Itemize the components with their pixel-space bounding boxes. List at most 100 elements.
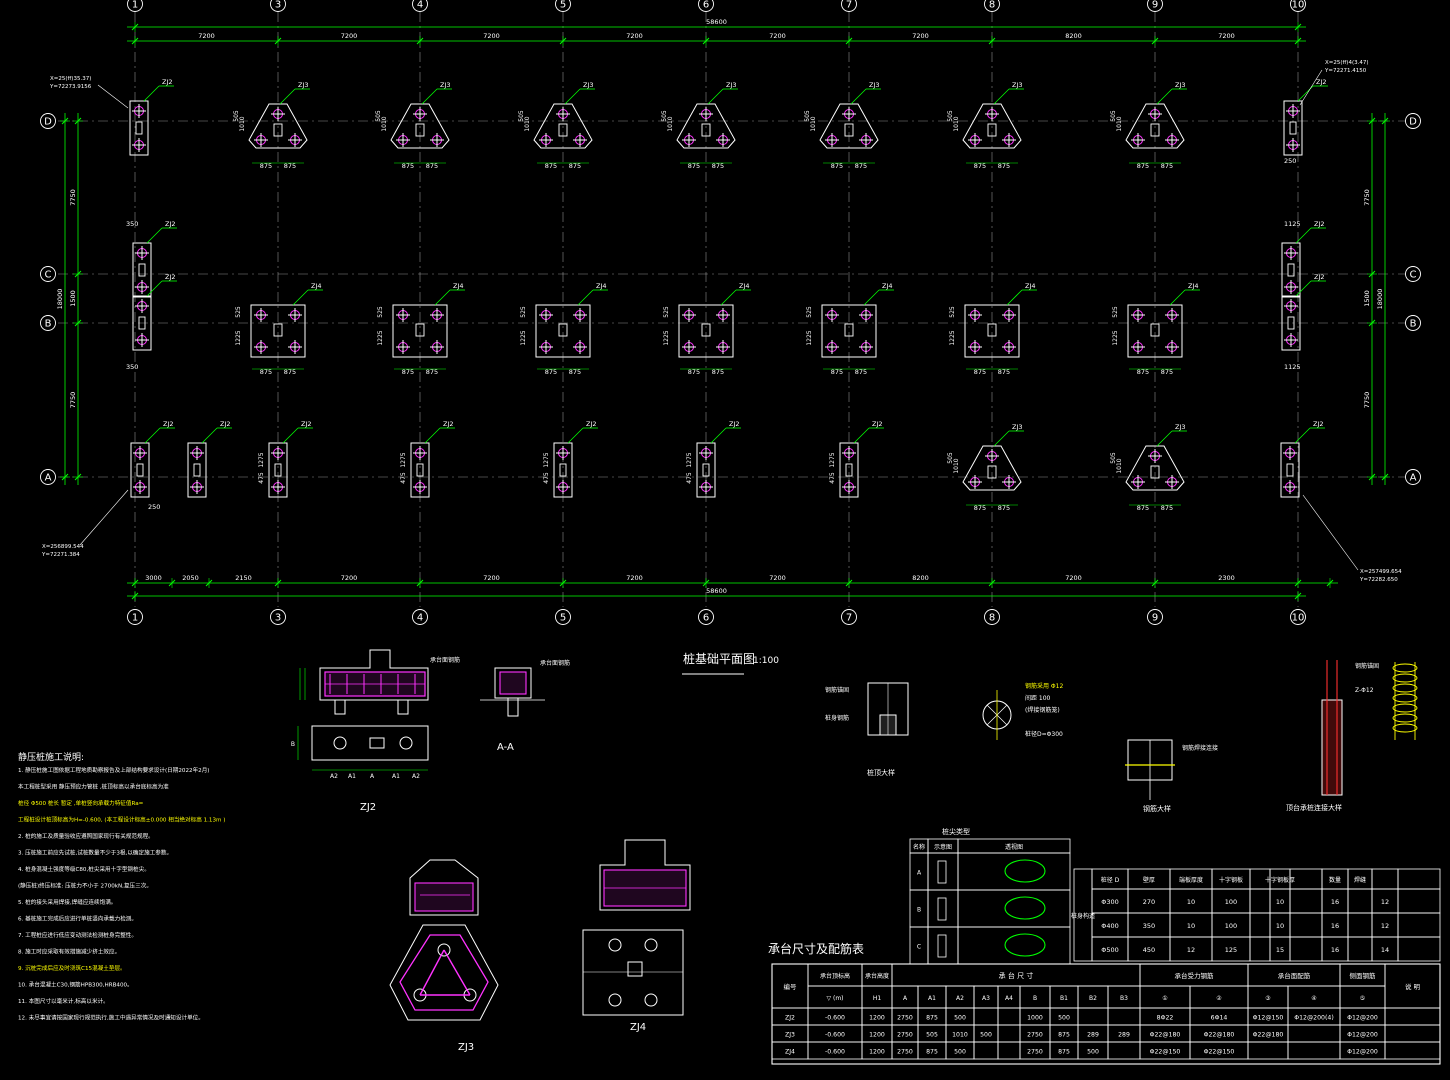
notes-title: 静压桩施工说明:	[18, 751, 84, 763]
axis-grid-lines	[58, 12, 1410, 607]
cap-table-cell-text: Φ12@200	[1347, 1014, 1378, 1022]
coordinate-x: X=256899.544	[42, 544, 84, 550]
pile-type-table-title: 桩尖类型	[942, 827, 970, 836]
svg-text:505: 505	[947, 110, 954, 122]
svg-text:1010: 1010	[381, 116, 388, 131]
svg-text:525: 525	[520, 306, 527, 318]
svg-text:ZJ2: ZJ2	[165, 220, 176, 228]
svg-text:10: 10	[1292, 613, 1305, 624]
cap-table-cell-text: ZJ3	[785, 1032, 795, 1039]
bottom-dim-label: 3000	[145, 574, 162, 582]
svg-text:ZJ4: ZJ4	[311, 282, 322, 290]
cap-table-cell-text: Φ22@150	[1204, 1048, 1235, 1056]
svg-text:钢筋锚固: 钢筋锚固	[825, 686, 849, 694]
coordinate-y: Y=72271.4150	[1324, 68, 1367, 74]
svg-text:Z-Φ12: Z-Φ12	[1355, 687, 1374, 694]
cap-table-subheader-text: A1	[928, 995, 936, 1002]
svg-text:钢筋锚固: 钢筋锚固	[1355, 662, 1379, 670]
svg-text:4: 4	[417, 613, 423, 624]
svg-text:B: B	[1410, 319, 1417, 330]
cap-table-cell-text: Φ22@150	[1150, 1048, 1181, 1056]
svg-text:505: 505	[661, 110, 668, 122]
svg-text:875: 875	[831, 162, 843, 170]
svg-text:间距 100: 间距 100	[1025, 694, 1051, 702]
cap-table-cell	[1384, 1041, 1441, 1060]
svg-text:1225: 1225	[1112, 330, 1119, 345]
svg-text:ZJ2: ZJ2	[1313, 420, 1324, 428]
svg-text:525: 525	[663, 306, 670, 318]
bottom-dim-label: 8200	[912, 574, 929, 582]
svg-text:承台面钢筋: 承台面钢筋	[430, 656, 460, 664]
cap-table-cell-text: 2750	[1027, 1032, 1043, 1039]
svg-text:1010: 1010	[667, 116, 674, 131]
axis-bubble-bottom-8: 8	[984, 609, 1000, 625]
zj4-label: ZJ4	[630, 1022, 646, 1033]
svg-text:A: A	[1410, 473, 1417, 484]
coordinate-x: X=25(ff)4(3.47)	[1325, 60, 1369, 66]
cap-table-cell-text: 875	[1058, 1032, 1070, 1039]
plan-title: 桩基础平面图	[683, 651, 755, 666]
svg-text:B: B	[45, 319, 52, 330]
pile-table-cell-text: 125	[1225, 946, 1237, 954]
top-dim-label: 7200	[769, 32, 786, 40]
note-line: 工程桩设计桩顶标高为H=-0.600, (本工程设计标高±0.000 相当绝对标…	[18, 816, 225, 824]
note-line: 5. 桩的接头采用焊接,焊缝应连续饱满。	[18, 898, 116, 906]
pile-table-cell-text: Φ400	[1101, 922, 1119, 930]
pile-table-cell-text: Φ300	[1101, 898, 1119, 906]
cap-table-cell-text: 6Φ14	[1211, 1015, 1228, 1022]
pile-cap-zj2-b-left: ZJ2	[132, 273, 177, 351]
svg-text:(焊接钢筋笼): (焊接钢筋笼)	[1025, 706, 1060, 714]
cap-table-subheader-text: A4	[1005, 995, 1013, 1002]
svg-text:ZJ4: ZJ4	[1188, 282, 1199, 290]
axis-bubble-right-B: B	[1405, 315, 1421, 331]
axis-bubble-top-7: 7	[841, 0, 857, 12]
pile-table-cell-text: 10	[1187, 898, 1195, 906]
pile-table-header-text: 数量	[1329, 876, 1341, 884]
svg-text:钢筋采用 Φ12: 钢筋采用 Φ12	[1025, 682, 1063, 690]
svg-text:1010: 1010	[524, 116, 531, 131]
axis-bubble-top-4: 4	[412, 0, 428, 12]
svg-text:4: 4	[417, 0, 423, 11]
svg-text:1275: 1275	[400, 452, 407, 467]
svg-text:1010: 1010	[810, 116, 817, 131]
pile-table-cell-text: 12	[1187, 946, 1195, 954]
svg-text:505: 505	[518, 110, 525, 122]
svg-text:875: 875	[426, 162, 438, 170]
top-dim-label: 7200	[483, 32, 500, 40]
axis-bubble-top-1: 1	[127, 0, 143, 12]
cap-table-cell-text: Φ12@150	[1253, 1014, 1284, 1022]
cap-table-header-text: 编号	[784, 982, 798, 991]
pile-table-cell-text: 270	[1143, 898, 1155, 906]
detail-label-3: 顶台承桩连接大样	[1286, 803, 1342, 812]
coordinate-y: Y=72271.384	[41, 552, 80, 558]
svg-text:875: 875	[1161, 162, 1173, 170]
axis-bubble-bottom-7: 7	[841, 609, 857, 625]
note-line: 9. 沉桩完成后应及时浇筑C15混凝土垫层。	[18, 964, 126, 972]
pile-table-cell-text: 16	[1331, 898, 1339, 906]
svg-text:875: 875	[1161, 368, 1173, 376]
cap-table-cell-text: -0.600	[825, 1049, 845, 1056]
axis-bubble-top-8: 8	[984, 0, 1000, 12]
svg-text:525: 525	[949, 306, 956, 318]
cap-table-subheader-text: H1	[873, 995, 882, 1002]
pile-cap-zj2-a-2: ZJ2	[187, 420, 232, 498]
cap-table-cell-text: -0.600	[825, 1032, 845, 1039]
note-line: (静压桩)终压标准: 压桩力不小于 2700kN,复压三次。	[18, 882, 152, 890]
axis-bubble-bottom-1: 1	[127, 609, 143, 625]
pile-table-header-text: 端板厚度	[1179, 876, 1203, 884]
svg-text:1225: 1225	[377, 330, 384, 345]
cap-table-cell-text: 1010	[952, 1032, 968, 1039]
axis-bubble-right-D: D	[1405, 113, 1421, 129]
note-line: 10. 承台混凝土C30,钢筋HPB300,HRB400。	[18, 981, 133, 989]
cap-table-header-text: 侧面钢筋	[1350, 971, 1377, 980]
detail-label-2: 钢筋大样	[1143, 804, 1171, 813]
svg-text:1: 1	[132, 613, 138, 624]
